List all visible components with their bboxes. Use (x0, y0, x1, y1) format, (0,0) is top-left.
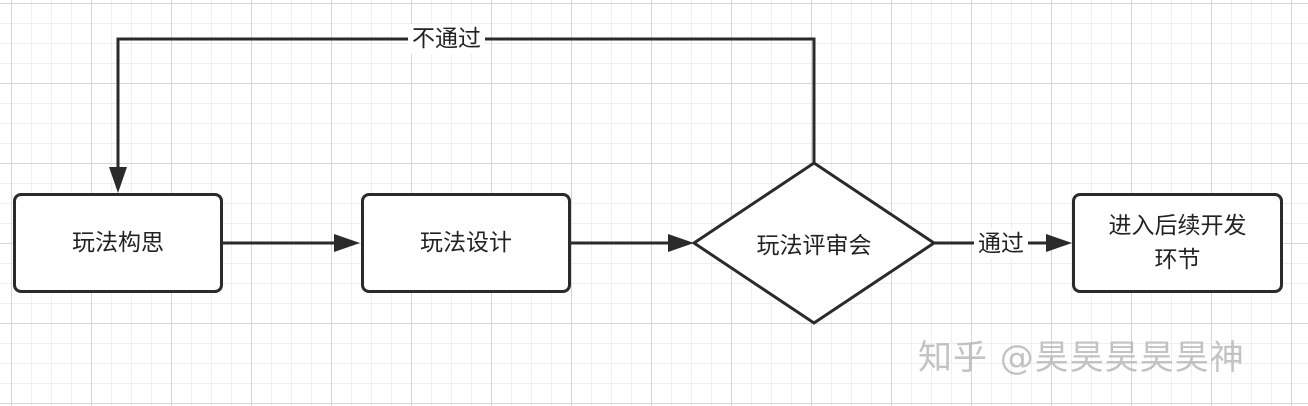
node-next-stage-label-line2: 环节 (1154, 247, 1201, 273)
node-review-label: 玩法评审会 (756, 233, 872, 259)
arrowhead-review (668, 234, 694, 252)
edge-review-reject-loop (116, 37, 816, 178)
node-review: 玩法评审会 (734, 223, 894, 263)
node-next-stage: 进入后续开发 环节 (1072, 193, 1283, 293)
arrowhead-concept (109, 167, 127, 193)
arrowhead-next (1046, 234, 1072, 252)
node-next-stage-label-line1: 进入后续开发 (1108, 213, 1247, 239)
review-diamond (691, 161, 937, 325)
node-design-label: 玩法设计 (420, 230, 512, 256)
arrowhead-design (334, 234, 360, 252)
watermark: 知乎 @昊昊昊昊昊神 (918, 338, 1245, 378)
node-concept: 玩法构思 (13, 193, 223, 293)
node-concept-label: 玩法构思 (72, 230, 164, 256)
edge-label-reject: 不通过 (408, 24, 485, 54)
edge-label-pass: 通过 (974, 229, 1028, 259)
node-design: 玩法设计 (361, 193, 571, 293)
